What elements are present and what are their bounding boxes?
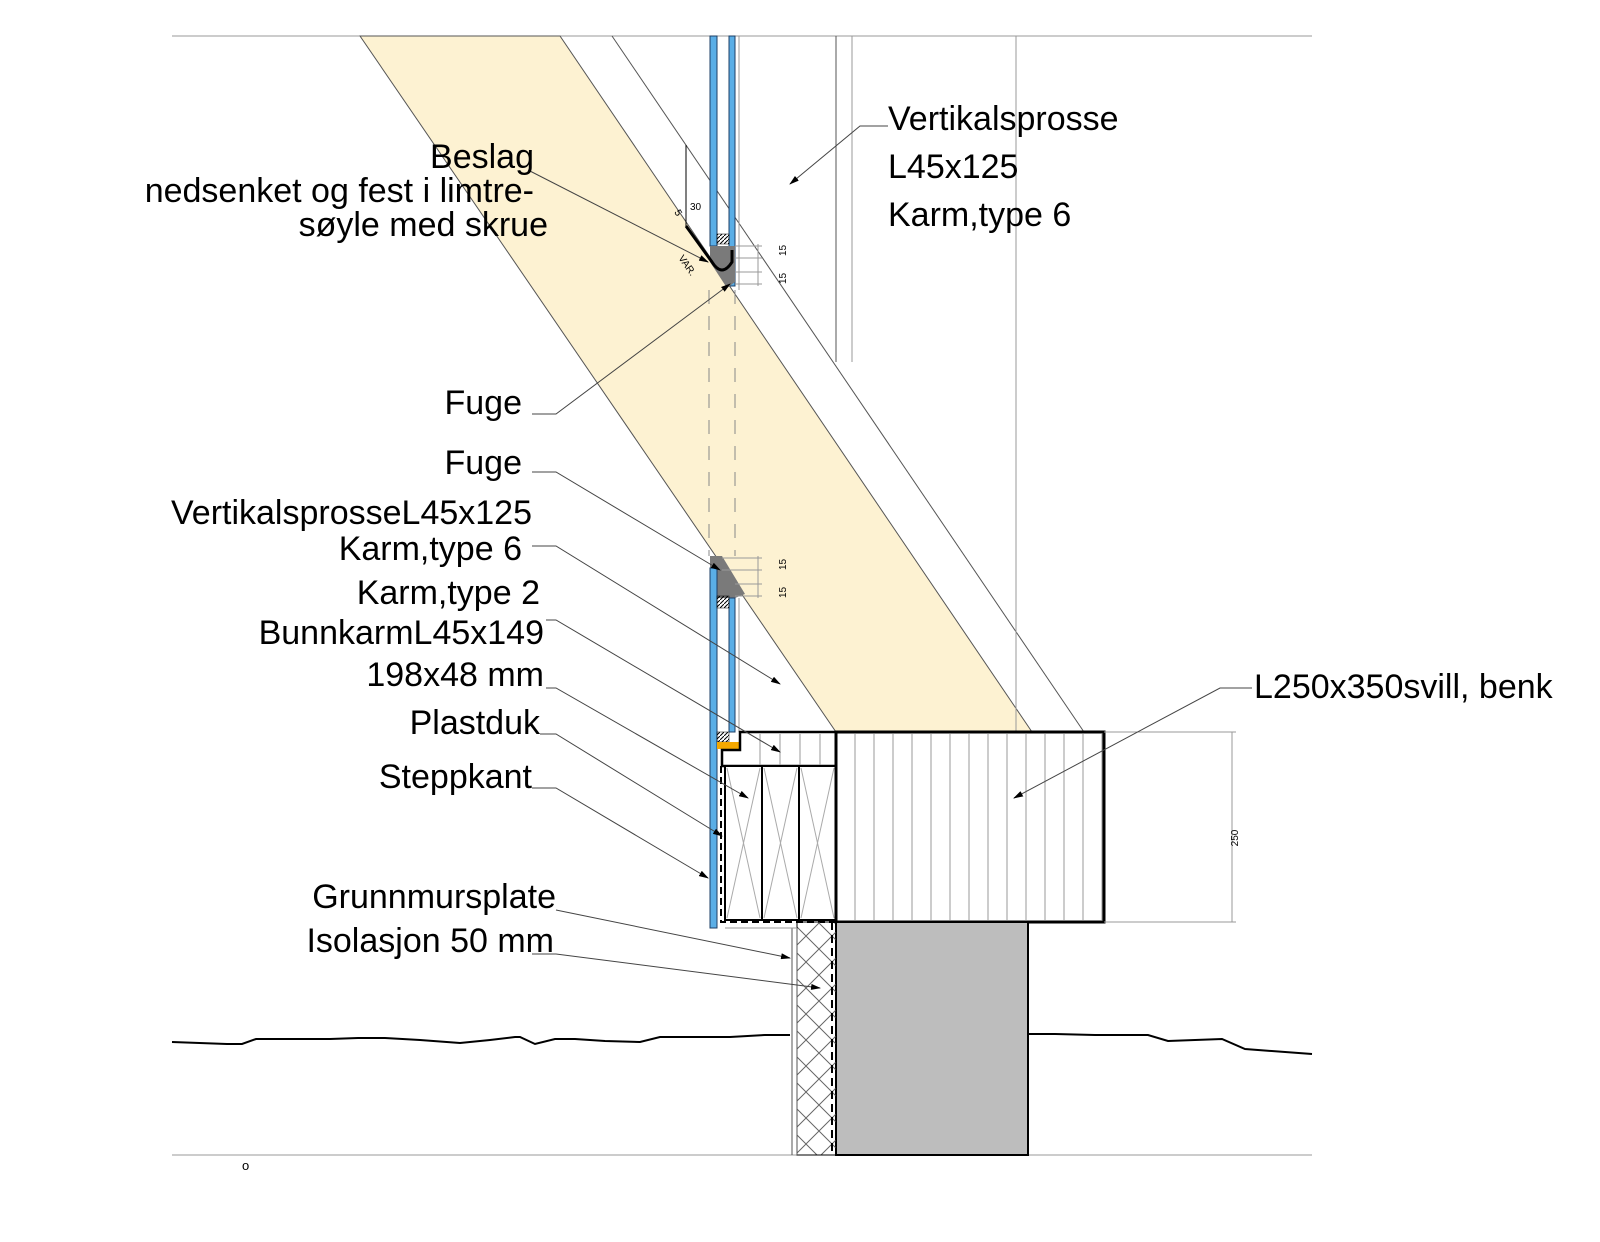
ground-line-right [1028, 1033, 1313, 1055]
foundation-insulation [796, 921, 837, 1156]
label-198x48: 198x48 mm [366, 656, 544, 694]
dimension-15: 15 [778, 244, 789, 256]
ground-line-left [171, 1034, 790, 1046]
leader-plastduk [540, 733, 723, 837]
label-plastduk: Plastduk [410, 704, 541, 742]
leader-fuge-2 [532, 471, 721, 571]
glass-pane-inner-lower [728, 597, 736, 733]
label-karm6-top: Karm,type 6 [888, 196, 1071, 234]
label-fuge-2: Fuge [445, 444, 523, 482]
leader-grunnmursplate [555, 909, 791, 960]
dimension-ticks-lower [722, 556, 762, 598]
glass-pane-inner-upper [728, 35, 736, 287]
dimension-5: 5 [671, 208, 684, 219]
glass-pane-outer-lower [709, 567, 718, 929]
leader-fuge-1 [532, 283, 731, 415]
bottom-frame-outline [720, 730, 838, 768]
leader-bunnkarm [546, 619, 781, 753]
label-isolasjon: Isolasjon 50 mm [306, 922, 554, 960]
dimension-30: 30 [690, 202, 702, 213]
leader-vertikalsprosse-top [789, 125, 888, 185]
label-fuge-1: Fuge [445, 384, 523, 422]
dimension-ticks-upper [735, 244, 762, 286]
leader-beslag [527, 169, 709, 263]
leader-steppkant [532, 787, 709, 879]
leader-lines [527, 125, 1252, 990]
label-karm2: Karm,type 2 [357, 574, 540, 612]
label-vertikalsprosse-top: Vertikalsprosse [888, 100, 1119, 138]
leader-isolasjon [532, 953, 821, 990]
spacer-hatch [716, 233, 730, 245]
label-beslag-desc-2: søyle med skrue [299, 206, 548, 244]
label-steppkant: Steppkant [379, 758, 533, 796]
label-karm6: Karm,type 6 [339, 530, 522, 568]
dimension-250: 250 [1230, 829, 1241, 846]
sill-beam-grain [854, 734, 1103, 920]
flashing-bracket [684, 225, 734, 272]
label-vertikalsprosse-dim-top: L45x125 [888, 148, 1018, 186]
label-beslag-desc-1: nedsenket og fest i limtre- [145, 172, 534, 210]
origin-marker: o [242, 1158, 249, 1173]
label-bunnkarm: BunnkarmL45x149 [259, 614, 544, 652]
sealant-joint-upper [710, 246, 735, 288]
dimension-15: 15 [778, 558, 789, 570]
label-beslag: Beslag [430, 138, 534, 176]
leader-karm6 [532, 545, 781, 685]
concrete-foundation [835, 921, 1029, 1156]
flashing-orange [717, 742, 739, 749]
column-edge-line [611, 35, 1085, 733]
dimension-15: 15 [778, 272, 789, 284]
spacer-hatch [716, 595, 730, 609]
block-cross-lines [726, 767, 835, 919]
leader-svill [1013, 687, 1252, 799]
glass-pane-outer-upper [709, 35, 718, 247]
leader-198 [546, 687, 749, 799]
dimension-15: 15 [778, 586, 789, 598]
spacer-hatch [716, 731, 730, 743]
label-svill: L250x350svill, benk [1254, 668, 1554, 706]
bottom-frame-grain [759, 734, 821, 765]
label-grunnmursplate: Grunnmursplate [312, 878, 556, 916]
label-vertikalsprosse-mid: VertikalsprosseL45x125 [171, 494, 532, 532]
